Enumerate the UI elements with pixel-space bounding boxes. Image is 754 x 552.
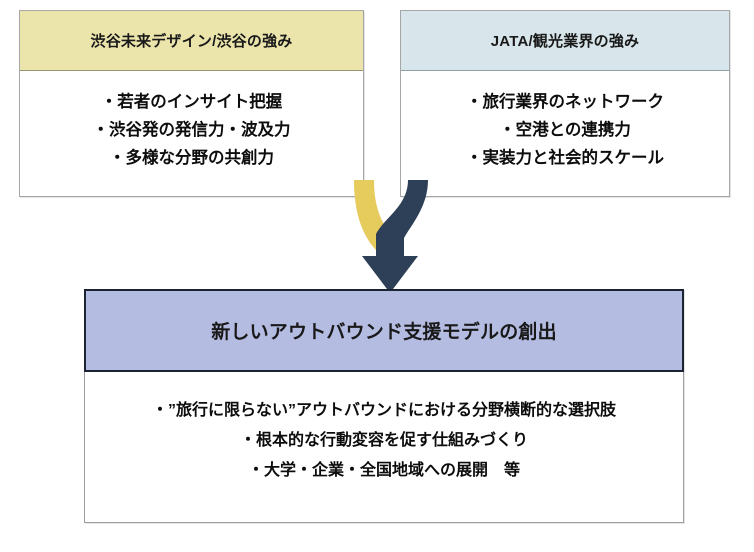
merge-arrows-group [354, 180, 428, 293]
list-item: ・旅行業界のネットワーク [466, 93, 664, 111]
box-jata-header: JATA/観光業界の強み [401, 11, 729, 71]
list-item: ・渋谷発の発信力・波及力 [92, 121, 291, 139]
box-jata-strengths: JATA/観光業界の強み ・旅行業界のネットワーク ・空港との連携力 ・実装力と… [400, 10, 730, 197]
list-item: ・空港との連携力 [499, 121, 631, 139]
list-item: ・若者のインサイト把握 [100, 93, 283, 111]
box-shibuya-body: ・若者のインサイト把握 ・渋谷発の発信力・波及力 ・多様な分野の共創力 [20, 71, 363, 172]
box-outcome-header: 新しいアウトバウンド支援モデルの創出 [84, 289, 684, 372]
list-item: ・根本的な行動変容を促す仕組みづくり [239, 432, 528, 449]
list-item: ・実装力と社会的スケール [466, 149, 664, 167]
box-outcome: 新しいアウトバウンド支援モデルの創出 ・”旅行に限らない”アウトバウンドにおける… [84, 289, 684, 523]
box-outcome-body: ・”旅行に限らない”アウトバウンドにおける分野横断的な選択肢 ・根本的な行動変容… [85, 372, 683, 486]
list-item: ・多様な分野の共創力 [109, 149, 274, 167]
box-shibuya-header: 渋谷未来デザイン/渋谷の強み [20, 11, 363, 71]
box-jata-body: ・旅行業界のネットワーク ・空港との連携力 ・実装力と社会的スケール [401, 71, 729, 172]
list-item: ・大学・企業・全国地域への展開 等 [247, 462, 520, 479]
box-shibuya-strengths: 渋谷未来デザイン/渋谷の強み ・若者のインサイト把握 ・渋谷発の発信力・波及力 … [19, 10, 364, 197]
list-item: ・”旅行に限らない”アウトバウンドにおける分野横断的な選択肢 [151, 402, 616, 419]
